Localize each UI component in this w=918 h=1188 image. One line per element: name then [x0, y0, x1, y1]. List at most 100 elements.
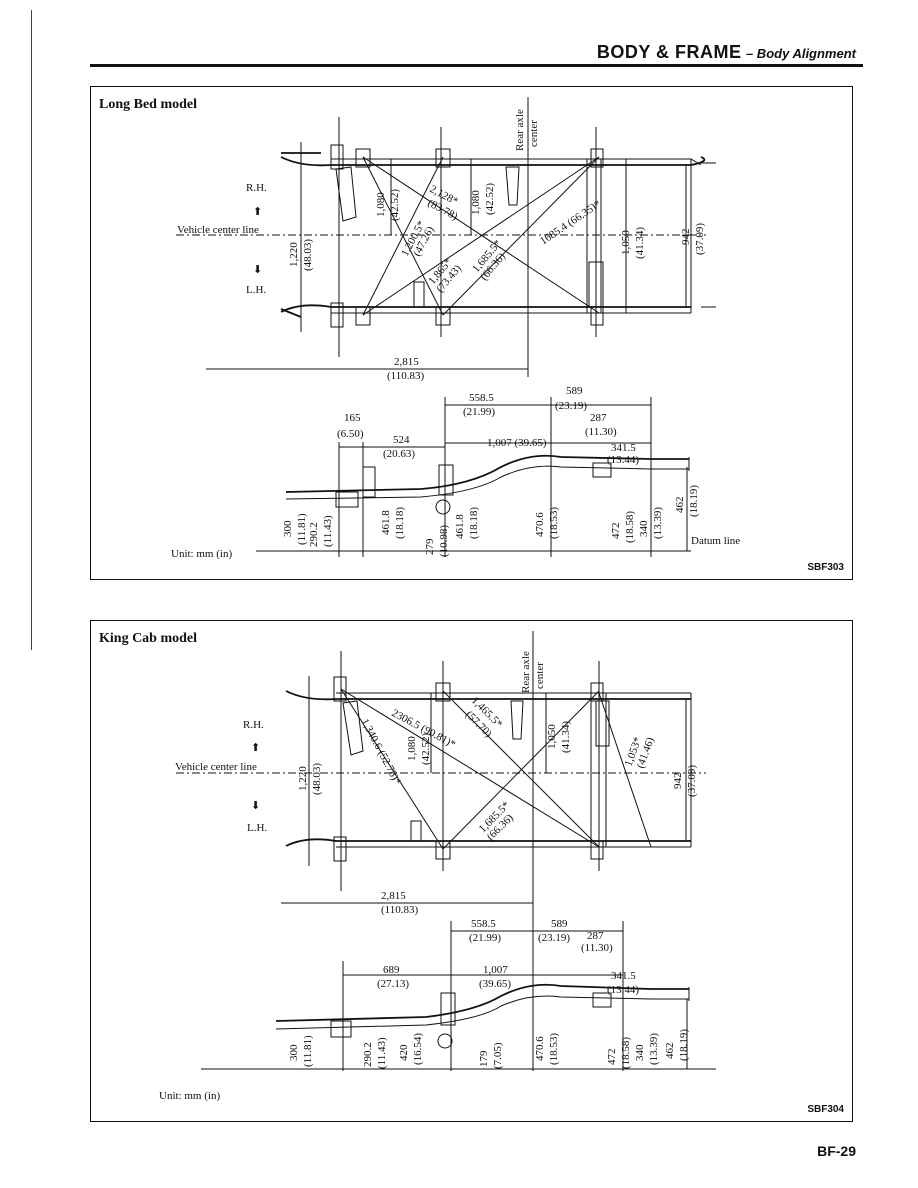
unit-label: Unit: mm (in) [171, 548, 232, 560]
dim-942: 942 [680, 229, 692, 246]
dim-589: 589 [566, 385, 583, 397]
dim-1050: 1,050 [546, 724, 558, 749]
dim-2815: 2,815 [381, 890, 406, 902]
king-cab-diagram: R.H. ⬆ Vehicle center line ⬇ L.H. Rear a… [159, 631, 716, 1102]
datum-line-label: Datum line [691, 535, 740, 547]
dim-462-in: (18.19) [688, 485, 700, 517]
dim-287-in: (11.30) [581, 942, 613, 954]
dim-2815-in: (110.83) [387, 370, 425, 382]
dim-290-in: (11.43) [322, 515, 334, 547]
dim-1220-in: (48.03) [311, 763, 323, 795]
dim-1050: 1,050 [620, 230, 632, 255]
header-title: BODY & FRAME [596, 42, 742, 62]
dim-1685b: 1685.4 (66.35)* [538, 198, 603, 247]
dim-1220-in: (48.03) [302, 239, 314, 271]
lh-label: L.H. [247, 822, 267, 834]
dim-1220: 1,220 [297, 766, 309, 791]
dim-1220: 1,220 [288, 242, 300, 267]
dim-942-in: (37.09) [694, 223, 706, 255]
dim-300: 300 [282, 520, 294, 537]
dim-470-in: (18.53) [548, 507, 560, 539]
unit-label: Unit: mm (in) [159, 1090, 220, 1102]
dim-1007: 1,007 (39.65) [487, 437, 547, 449]
dim-689: 689 [383, 964, 400, 976]
dim-1080b-in: (42.52) [484, 183, 496, 215]
center-line-label: Vehicle center line [175, 761, 257, 773]
rear-axle-center-label: center [534, 662, 546, 689]
dim-558: 558.5 [469, 392, 494, 404]
dim-589-in: (23.19) [538, 932, 570, 944]
dim-165: 165 [344, 412, 361, 424]
king-cab-panel: King Cab model SBF304 [90, 620, 853, 1122]
dim-461a-in: (18.18) [394, 507, 406, 539]
rear-axle-label: Rear axle [520, 651, 532, 693]
dim-589-in: (23.19) [555, 400, 587, 412]
dim-1080: 1,080 [406, 736, 418, 761]
panel-title: King Cab model [99, 631, 198, 646]
header-subtitle: – Body Alignment [745, 46, 856, 61]
frame-plan-view [176, 97, 716, 377]
dim-300-in: (11.81) [302, 1035, 314, 1067]
dim-341-in: (13.44) [607, 984, 639, 996]
rh-arrow-icon: ⬆ [251, 742, 260, 754]
dim-340: 340 [634, 1044, 646, 1061]
dim-472-in: (18.58) [624, 511, 636, 543]
margin-rule [31, 10, 32, 650]
dim-1050-in: (41.34) [634, 227, 646, 259]
dim-1080a-in: (42.52) [389, 189, 401, 221]
dim-470: 470.6 [534, 1036, 546, 1061]
frame-side-view [256, 454, 691, 552]
dim-558-in: (21.99) [463, 406, 495, 418]
dim-165-in: (6.50) [337, 428, 364, 440]
lh-label: L.H. [246, 284, 266, 296]
dim-524-in: (20.63) [383, 448, 415, 460]
rh-label: R.H. [243, 719, 264, 731]
dim-472: 472 [610, 523, 622, 540]
dim-179: 179 [478, 1050, 490, 1067]
dim-1080a: 1,080 [375, 192, 387, 217]
dim-1007: 1,007 [483, 964, 508, 976]
rh-arrow-icon: ⬆ [253, 206, 262, 218]
dim-558: 558.5 [471, 918, 496, 930]
figure-code: SBF304 [807, 1104, 844, 1115]
figure-code: SBF303 [807, 562, 844, 573]
rear-axle-center-label: center [528, 120, 540, 147]
page-header: BODY & FRAME – Body Alignment [597, 42, 856, 63]
dim-341: 341.5 [611, 442, 636, 454]
dim-300: 300 [288, 1044, 300, 1061]
dim-689-in: (27.13) [377, 978, 409, 990]
dim-462: 462 [674, 497, 686, 514]
dim-179-in: (7.05) [492, 1042, 504, 1069]
dim-1050-in: (41.34) [560, 721, 572, 753]
lh-arrow-icon: ⬇ [251, 800, 260, 812]
dim-589: 589 [551, 918, 568, 930]
header-rule [90, 64, 863, 67]
dim-524: 524 [393, 434, 410, 446]
long-bed-panel: Long Bed model SBF303 [90, 86, 853, 580]
dim-279: 279 [424, 538, 436, 555]
dim-279-in: (10.98) [438, 525, 450, 557]
dim-290: 290.2 [308, 522, 320, 547]
dim-1340: 1,340.6 (52.78)* [358, 717, 403, 787]
dim-340-in: (13.39) [652, 507, 664, 539]
dim-942-in: (37.09) [686, 765, 698, 797]
dim-2815: 2,815 [394, 356, 419, 368]
dim-470-in: (18.53) [548, 1033, 560, 1065]
frame-side-view [201, 983, 716, 1070]
dim-420-in: (16.54) [412, 1033, 424, 1065]
dim-1007-in: (39.65) [479, 978, 511, 990]
dim-287: 287 [587, 930, 604, 942]
dim-461a: 461.8 [380, 510, 392, 535]
dim-462-in: (18.19) [678, 1029, 690, 1061]
dim-462: 462 [664, 1043, 676, 1060]
dim-461b: 461.8 [454, 514, 466, 539]
panel-title: Long Bed model [99, 97, 198, 112]
dim-472: 472 [606, 1049, 618, 1066]
dim-290-in: (11.43) [376, 1037, 388, 1069]
frame-plan-view [176, 631, 706, 921]
dim-420: 420 [398, 1044, 410, 1061]
page-number: BF-29 [817, 1143, 856, 1159]
dim-340: 340 [638, 520, 650, 537]
dim-290: 290.2 [362, 1042, 374, 1067]
dim-287: 287 [590, 412, 607, 424]
